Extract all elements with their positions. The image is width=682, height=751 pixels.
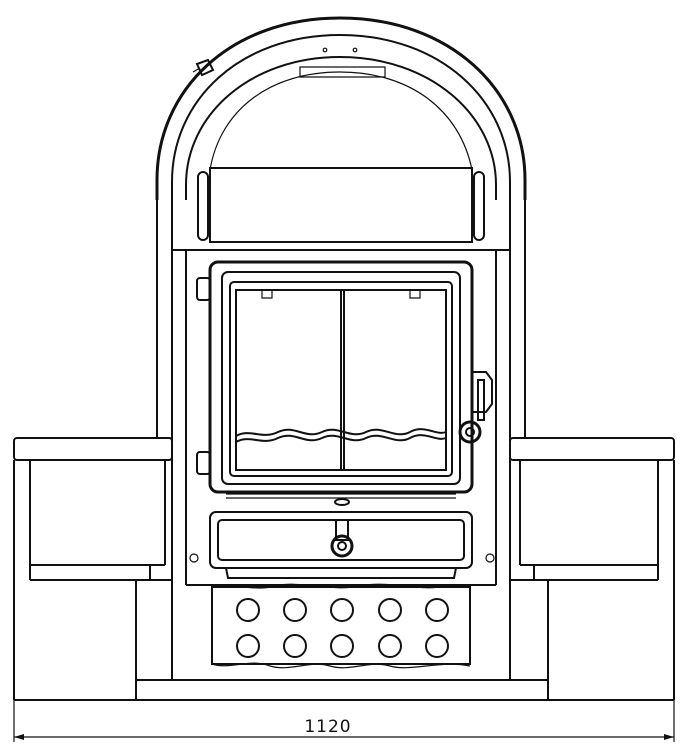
ash-pan-drawer <box>189 511 495 579</box>
door-handle <box>458 371 493 444</box>
overall-width-label: 1120 <box>304 717 351 737</box>
firebox-door <box>196 260 474 506</box>
right-hob-extension <box>509 437 675 701</box>
upper-panel <box>197 167 485 243</box>
top-arch <box>155 16 527 200</box>
base-plate <box>135 679 549 701</box>
left-hob-extension <box>13 437 173 701</box>
plinth <box>186 583 496 669</box>
main-body <box>156 200 526 680</box>
width-dimension: 1120 <box>13 700 675 742</box>
